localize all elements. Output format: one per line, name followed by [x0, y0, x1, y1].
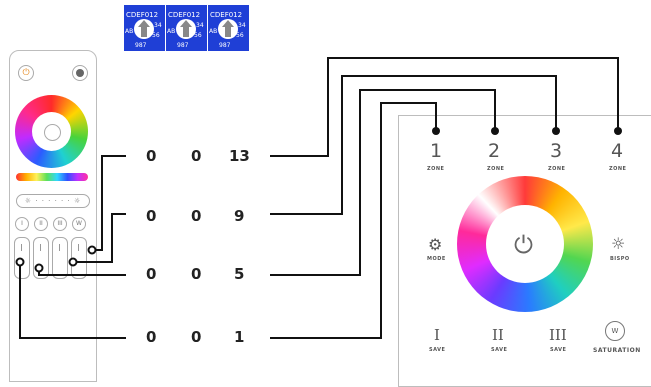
- save-1-numeral: I: [434, 326, 440, 344]
- save-3-numeral: III: [549, 326, 567, 344]
- remote-button-3: III: [53, 217, 67, 231]
- mode-icon: ⚙: [428, 235, 443, 254]
- rotary-switch-1: CDEF012 34 AB 56 987: [124, 5, 165, 51]
- row-1-a: 0: [146, 147, 157, 165]
- remote-control: ⏻ ☼ · · · · · · ☼ I II III W: [9, 50, 97, 382]
- panel-power-icon: ⏻: [514, 231, 533, 259]
- remote-color-strip: [16, 173, 88, 181]
- remote-zone-1: [14, 237, 30, 279]
- row-1-c: 13: [229, 147, 250, 165]
- mode-label: MODE: [427, 256, 446, 262]
- dot-remote-2: [34, 263, 44, 273]
- row-4-b: 0: [191, 328, 202, 346]
- remote-zone-3: [52, 237, 68, 279]
- row-2-c: 9: [234, 207, 245, 225]
- rotary-switch-3: CDEF012 34 AB 56 987: [208, 5, 249, 51]
- line-remote-zone3: [73, 213, 126, 263]
- dot-panel-1: [432, 127, 440, 135]
- zone-2-label: ZONE: [487, 166, 505, 172]
- save-3-label: SAVE: [550, 347, 567, 353]
- line-remote-zone4: [92, 155, 126, 251]
- line-panel-zone4: [270, 57, 619, 157]
- panel-color-wheel: [457, 176, 593, 312]
- dip-label-bottom: 987: [177, 42, 189, 49]
- power-icon: ⏻: [18, 65, 34, 81]
- dot-remote-4: [87, 245, 97, 255]
- dip-label-right: 34: [154, 22, 162, 29]
- dip-label-right2: 56: [236, 32, 244, 39]
- zone-3-number: 3: [550, 140, 563, 162]
- zone-1-label: ZONE: [427, 166, 445, 172]
- line-remote-zone1: [19, 262, 126, 339]
- row-4-c: 1: [234, 328, 245, 346]
- dip-label-bottom: 987: [135, 42, 147, 49]
- line-remote-zone2: [38, 268, 126, 276]
- remote-button-w: W: [72, 217, 86, 231]
- dip-label-bottom: 987: [219, 42, 231, 49]
- dip-label-right: 34: [238, 22, 246, 29]
- row-3-c: 5: [234, 265, 245, 283]
- dip-label-left: AB: [167, 28, 175, 35]
- row-2-a: 0: [146, 207, 157, 225]
- dot-remote-1: [15, 257, 25, 267]
- line-panel-zone1: [270, 102, 437, 339]
- save-2-label: SAVE: [491, 347, 508, 353]
- dip-label-left: AB: [209, 28, 217, 35]
- zone-2-number: 2: [488, 140, 501, 162]
- dip-label-left: AB: [125, 28, 133, 35]
- remote-button-1: I: [15, 217, 29, 231]
- wall-panel: ⏻ 1 ZONE 2 ZONE 3 ZONE 4 ZONE ⚙ MODE ☼ B…: [398, 115, 651, 387]
- dip-label-right2: 56: [152, 32, 160, 39]
- remote-zone-2: [33, 237, 49, 279]
- zone-3-label: ZONE: [548, 166, 566, 172]
- row-3-a: 0: [146, 265, 157, 283]
- remote-center-button: [44, 124, 61, 141]
- dot-panel-3: [552, 127, 560, 135]
- connection-lines: [15, 57, 622, 339]
- dot-panel-2: [491, 127, 499, 135]
- dot-panel-4: [614, 127, 622, 135]
- save-2-numeral: II: [492, 326, 504, 344]
- dip-label-top: CDEF012: [210, 11, 242, 19]
- remote-brightness-bar: ☼ · · · · · · ☼: [16, 194, 90, 208]
- row-3-b: 0: [191, 265, 202, 283]
- dip-label-right: 34: [196, 22, 204, 29]
- row-4-a: 0: [146, 328, 157, 346]
- record-icon: [72, 65, 88, 81]
- bispo-label: BISPO: [610, 256, 630, 262]
- dot-remote-3: [68, 257, 78, 267]
- line-panel-zone3: [270, 75, 557, 215]
- zone-4-number: 4: [611, 140, 624, 162]
- row-1-b: 0: [191, 147, 202, 165]
- zone-1-number: 1: [430, 140, 443, 162]
- bispo-icon: ☼: [611, 234, 626, 253]
- rotary-switch-2: CDEF012 34 AB 56 987: [166, 5, 207, 51]
- dip-label-right2: 56: [194, 32, 202, 39]
- wiring-diagram: CDEF012 34 AB 56 987 CDEF012 34 AB 56 98…: [9, 5, 651, 387]
- saturation-icon: W: [605, 321, 625, 341]
- row-2-b: 0: [191, 207, 202, 225]
- zone-4-label: ZONE: [609, 166, 627, 172]
- saturation-label: SATURATION: [593, 347, 641, 354]
- dip-label-top: CDEF012: [168, 11, 200, 19]
- dip-label-top: CDEF012: [126, 11, 158, 19]
- save-1-label: SAVE: [429, 347, 446, 353]
- remote-button-2: II: [34, 217, 48, 231]
- line-panel-zone2: [270, 89, 496, 276]
